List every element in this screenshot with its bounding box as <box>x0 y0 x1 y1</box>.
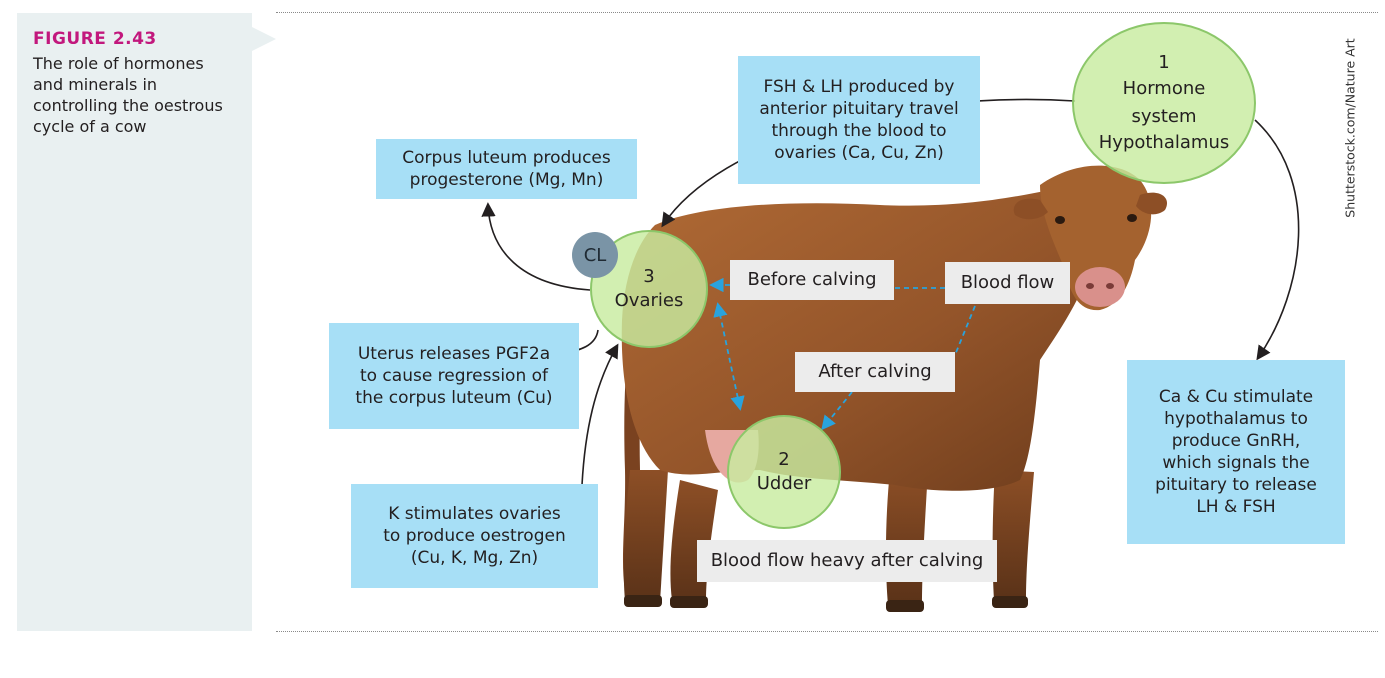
node-udder: 2 Udder <box>727 415 841 529</box>
tag-blood-flow-heavy: Blood flow heavy after calving <box>697 540 997 582</box>
node-hormone-system: 1 Hormone system Hypothalamus <box>1072 22 1256 184</box>
node-hormone-number: 1 <box>1158 51 1169 75</box>
node-corpus-luteum-cl: CL <box>572 232 618 278</box>
box-k-stimulates: K stimulates ovaries to produce oestroge… <box>351 484 598 588</box>
box-fsh-lh: FSH & LH produced by anterior pituitary … <box>738 56 980 184</box>
node-ovaries-number: 3 <box>643 265 654 289</box>
box-uterus: Uterus releases PGF2a to cause regressio… <box>329 323 579 429</box>
box-corpus-luteum: Corpus luteum produces progesterone (Mg,… <box>376 139 637 199</box>
node-ovaries-title: Ovaries <box>615 289 684 313</box>
node-udder-title: Udder <box>757 472 812 496</box>
arrow-k-to-ovaries <box>582 346 617 485</box>
arrow-hypothalamus-to-gnrh <box>1255 120 1299 358</box>
node-udder-number: 2 <box>778 448 789 472</box>
tag-before-calving: Before calving <box>730 260 894 300</box>
node-hormone-subtitle: Hypothalamus <box>1099 131 1229 155</box>
node-hormone-title: Hormone system <box>1109 75 1219 131</box>
box-ca-cu: Ca & Cu stimulate hypothalamus to produc… <box>1127 360 1345 544</box>
tag-blood-flow: Blood flow <box>945 262 1070 304</box>
tag-after-calving: After calving <box>795 352 955 392</box>
